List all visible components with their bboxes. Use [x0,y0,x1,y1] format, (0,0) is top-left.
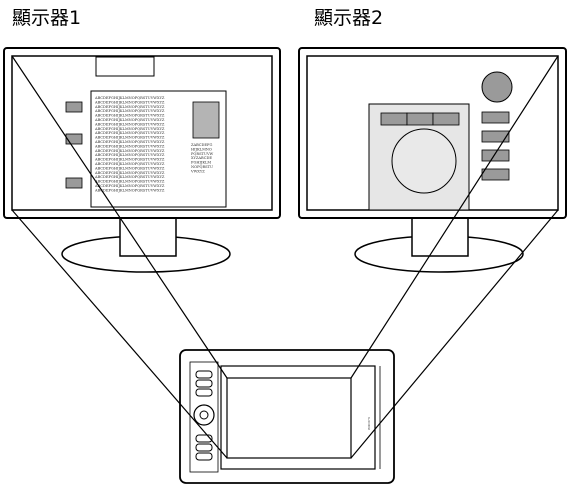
express-key-5 [195,443,213,452]
side-button-1 [481,111,510,124]
mapping-lines [11,55,559,459]
express-key-1 [195,370,213,379]
monitor-1-stand [119,217,177,257]
panel-circle [391,128,457,194]
express-key-2 [195,379,213,388]
express-key-6 [195,452,213,461]
pen-tablet: wacom [179,349,395,484]
toolbar-strip [95,56,155,77]
active-area [226,377,352,459]
panel-button-3 [432,112,460,126]
desktop-icon-1 [65,101,83,113]
tablet-brand: wacom [367,417,371,430]
monitor-1-label: 顯示器1 [12,7,82,29]
monitor-2-stand [411,217,469,257]
monitor-2 [298,47,567,273]
side-button-3 [481,149,510,162]
desktop-icon-3 [65,177,83,189]
desktop-icon-2 [65,133,83,145]
touch-ring-center [199,410,209,420]
side-button-4 [481,168,510,181]
panel-button-2 [406,112,434,126]
express-key-3 [195,388,213,397]
panel-button-1 [380,112,408,126]
monitor-2-label: 顯示器2 [314,7,384,29]
document-image [192,101,220,139]
side-button-2 [481,130,510,143]
app-circle-icon [481,71,513,103]
